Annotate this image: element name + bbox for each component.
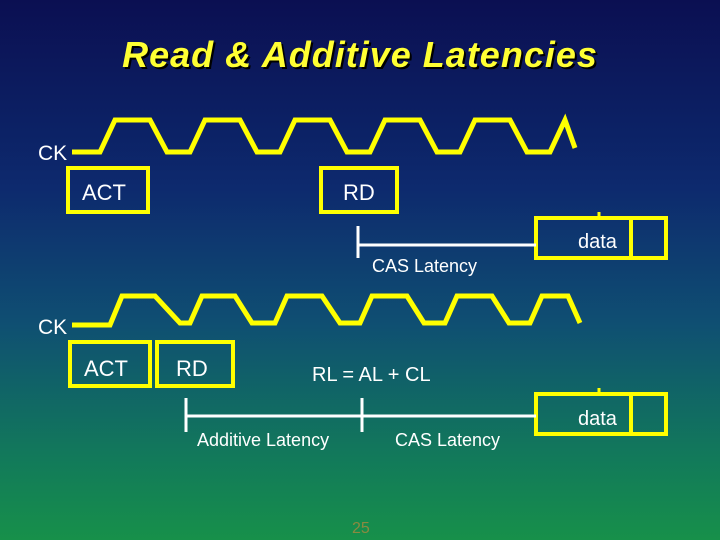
top-data-box-extra xyxy=(629,216,668,260)
rl-formula-label: RL = AL + CL xyxy=(312,364,431,386)
bottom-data-box-extra xyxy=(629,392,668,436)
top-clock-waveform xyxy=(72,113,578,155)
bottom-clock-waveform xyxy=(72,293,583,328)
bottom-data-label: data xyxy=(578,408,618,430)
top-rd-label: RD xyxy=(343,180,375,205)
bottom-rd-label: RD xyxy=(176,356,208,381)
additive-latency-label: Additive Latency xyxy=(197,430,329,450)
top-timing-group: CK ACT RD data CAS Latency xyxy=(38,113,668,276)
page-number: 25 xyxy=(352,520,370,537)
bottom-rd-box xyxy=(155,340,235,388)
top-rd-box xyxy=(319,166,399,214)
bottom-act-box xyxy=(68,340,152,388)
top-ck-label: CK xyxy=(38,142,67,165)
bottom-timing-group: CK ACT RD RL = AL + CL data Additive Lat… xyxy=(38,293,668,450)
bottom-cas-latency-label: CAS Latency xyxy=(395,430,500,450)
top-act-box xyxy=(66,166,150,214)
top-data-label: data xyxy=(578,231,618,253)
slide-title: Read & Additive Latencies xyxy=(122,34,598,75)
top-cas-latency-label: CAS Latency xyxy=(372,256,477,276)
top-act-label: ACT xyxy=(82,180,126,205)
bottom-ck-label: CK xyxy=(38,316,67,339)
bottom-act-label: ACT xyxy=(84,356,128,381)
